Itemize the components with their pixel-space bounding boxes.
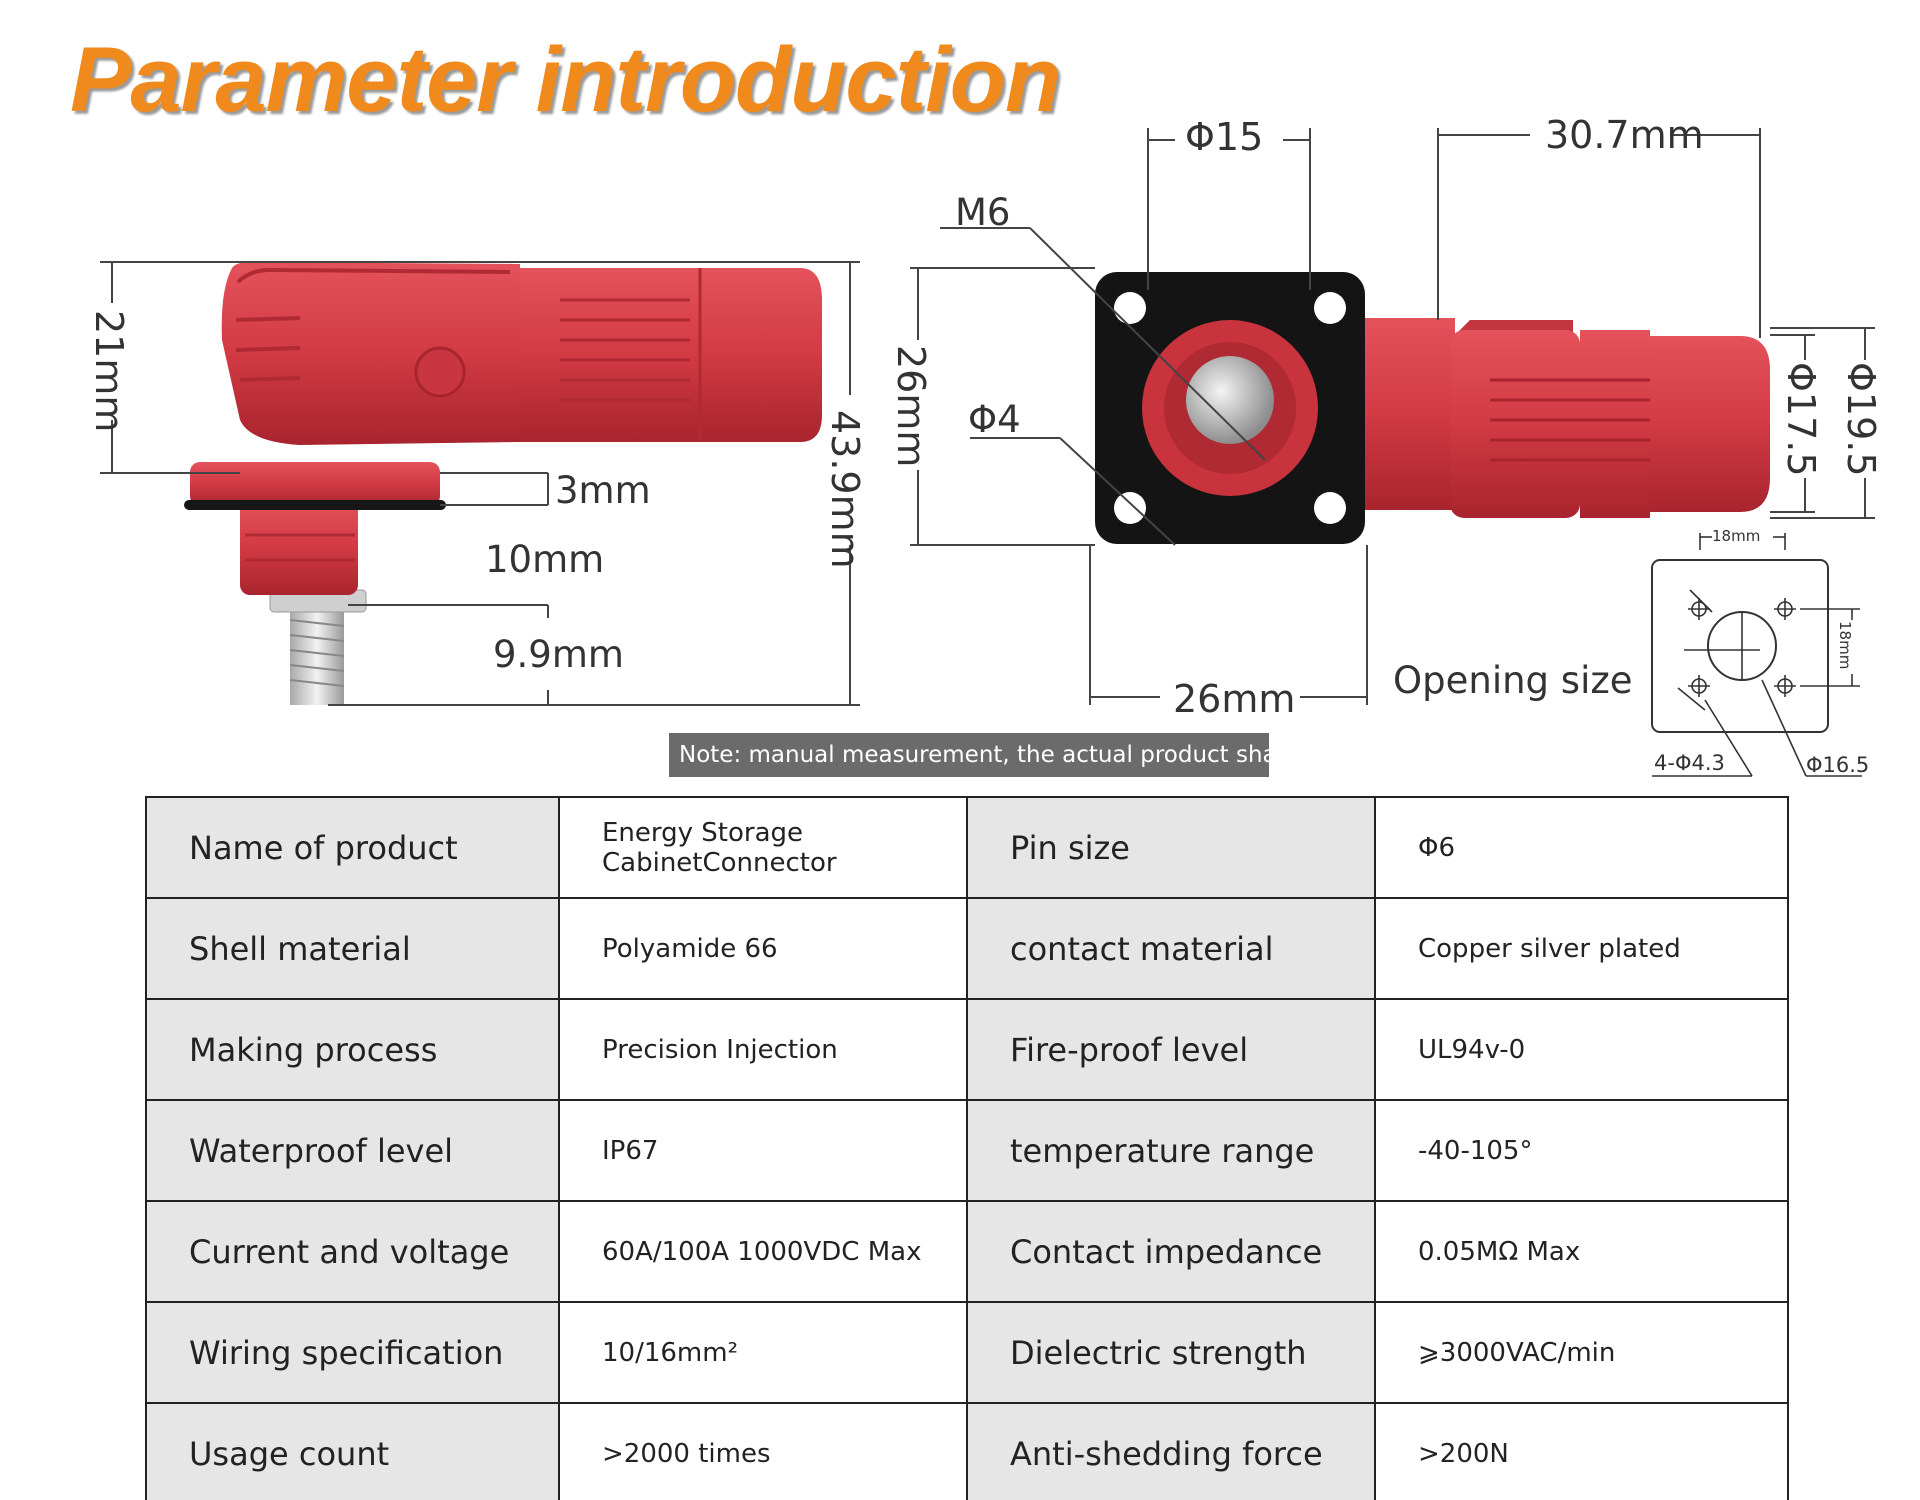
mount-hole [1114, 492, 1146, 524]
dim-26mm-vertical: 26mm [889, 345, 933, 467]
elbow-body [221, 262, 520, 445]
dim-18mm-horizontal: 18mm [1712, 527, 1760, 545]
front-view: Φ15 M6 Φ4 26mm 26mm [889, 115, 1455, 721]
spec-label: Usage count [145, 1402, 560, 1500]
dim-phi-4: Φ4 [968, 398, 1021, 441]
dim-30-7mm: 30.7mm [1545, 113, 1704, 157]
spec-value: Φ6 [1374, 796, 1789, 899]
spec-label: Current and voltage [145, 1200, 560, 1303]
dim-phi-19-5: Φ19.5 [1839, 362, 1883, 477]
dim-26mm-horizontal: 26mm [1173, 677, 1295, 721]
dim-3mm: 3mm [555, 469, 651, 512]
mount-hole [1314, 292, 1346, 324]
spec-label: Name of product [145, 796, 560, 899]
flange [190, 462, 440, 506]
thread-stud [269, 589, 367, 705]
spec-label: Pin size [966, 796, 1376, 899]
dim-m6: M6 [955, 191, 1010, 234]
spec-value: ⩾3000VAC/min [1374, 1301, 1789, 1404]
plug-barrel [1450, 330, 1580, 518]
spec-label: temperature range [966, 1099, 1376, 1202]
dim-phi-16-5: Φ16.5 [1806, 753, 1869, 777]
spec-value: 10/16mm² [558, 1301, 968, 1404]
barrel [518, 268, 822, 442]
spec-label: Fire-proof level [966, 998, 1376, 1101]
dim-phi-17-5: Φ17.5 [1779, 362, 1823, 477]
mount-hole [1114, 292, 1146, 324]
dimension-diagram: 21mm 43.9mm 3mm 10mm 9.9mm [87, 113, 1883, 777]
mount-hole [1314, 492, 1346, 524]
plug-dimension-lines [1437, 128, 1875, 519]
opening-size-diagram: Opening size 18mm 18mm 4-Φ4. [1393, 527, 1869, 777]
spec-value: >2000 times [558, 1402, 968, 1500]
dim-18mm-vertical: 18mm [1836, 621, 1854, 669]
spec-value: UL94v-0 [1374, 998, 1789, 1101]
side-dimension-lines [100, 261, 860, 706]
spec-value: 60A/100A 1000VDC Max [558, 1200, 968, 1303]
dim-21mm: 21mm [87, 310, 131, 432]
spec-label: Dielectric strength [966, 1301, 1376, 1404]
front-dimension-lines [910, 128, 1368, 705]
pin [1186, 356, 1274, 444]
spec-value: Polyamide 66 [558, 897, 968, 1000]
page-title: Parameter introduction [70, 29, 1061, 131]
spec-label: contact material [966, 897, 1376, 1000]
gasket [184, 500, 446, 510]
spec-value: Copper silver plated [1374, 897, 1789, 1000]
cutout-outline [1651, 559, 1829, 733]
spec-value: -40-105° [1374, 1099, 1789, 1202]
dim-9-9mm: 9.9mm [493, 633, 624, 676]
spec-label: Wiring specification [145, 1301, 560, 1404]
spec-value: Precision Injection [558, 998, 968, 1101]
dim-43-9mm: 43.9mm [823, 410, 867, 569]
spec-value: 0.05MΩ Max [1374, 1200, 1789, 1303]
dim-10mm: 10mm [485, 538, 604, 581]
spec-value: IP67 [558, 1099, 968, 1202]
lower-body [240, 500, 358, 595]
plug-view: 30.7mm Φ17.5 Φ19.5 [1437, 113, 1883, 519]
plug-tip [1650, 336, 1770, 512]
dim-phi-15: Φ15 [1185, 115, 1263, 159]
spec-value: Energy Storage CabinetConnector [558, 796, 968, 899]
spec-label: Contact impedance [966, 1200, 1376, 1303]
dim-4-phi-4-3: 4-Φ4.3 [1654, 751, 1725, 775]
spec-label: Making process [145, 998, 560, 1101]
spec-label: Shell material [145, 897, 560, 1000]
spec-label: Anti-shedding force [966, 1402, 1376, 1500]
spec-label: Waterproof level [145, 1099, 560, 1202]
measurement-note: Note: manual measurement, the actual pro… [669, 733, 1269, 777]
side-view: 21mm 43.9mm 3mm 10mm 9.9mm [87, 261, 867, 706]
spec-value: >200N [1374, 1402, 1789, 1500]
opening-size-label: Opening size [1393, 659, 1633, 702]
